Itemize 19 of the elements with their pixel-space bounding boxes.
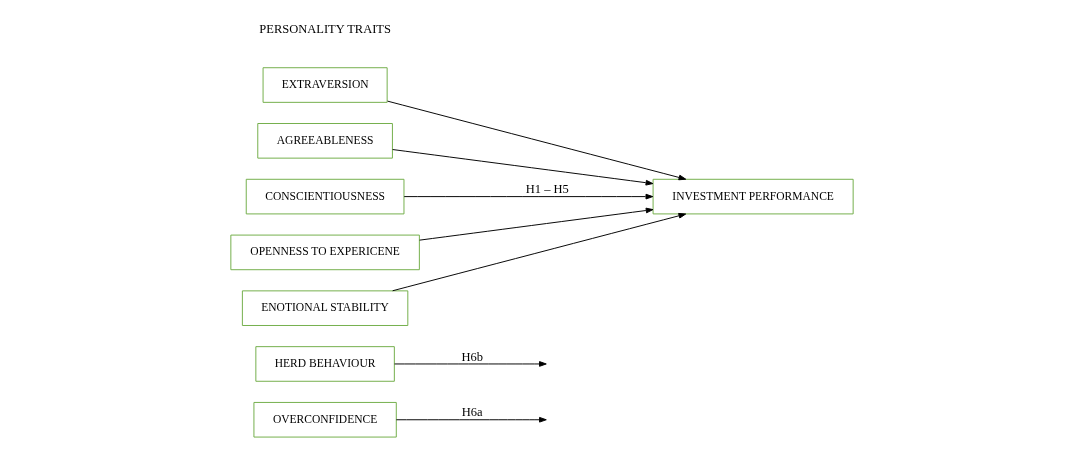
node-box: AGREEABLENESS: [256, 123, 393, 159]
node-box: CONSCIENTIOUSNESS: [245, 178, 404, 215]
arrow: [403, 193, 653, 200]
node-box: HERD BEHAVIOUR: [254, 346, 395, 382]
arrow: [418, 207, 653, 241]
node-box: EXTRAVERSION: [262, 67, 388, 103]
arrow: [395, 416, 547, 423]
node-box: OPENNESS TO EXPERICENE: [229, 234, 420, 271]
edge-label: H6a: [461, 405, 483, 420]
edge-label: H6b: [461, 349, 483, 364]
edge-label: H1 – H5: [525, 182, 569, 197]
label: PERSONALITY TRAITS: [258, 21, 391, 36]
arrow: [391, 212, 686, 292]
arrow: [391, 149, 653, 186]
arrow: [393, 361, 547, 367]
arrow: [386, 100, 686, 181]
node-box: INVESTMENT PERFORMANCE: [652, 178, 854, 215]
node-box: OVERCONFIDENCE: [252, 401, 397, 438]
node-box: ENOTIONAL STABILITY: [241, 290, 408, 326]
